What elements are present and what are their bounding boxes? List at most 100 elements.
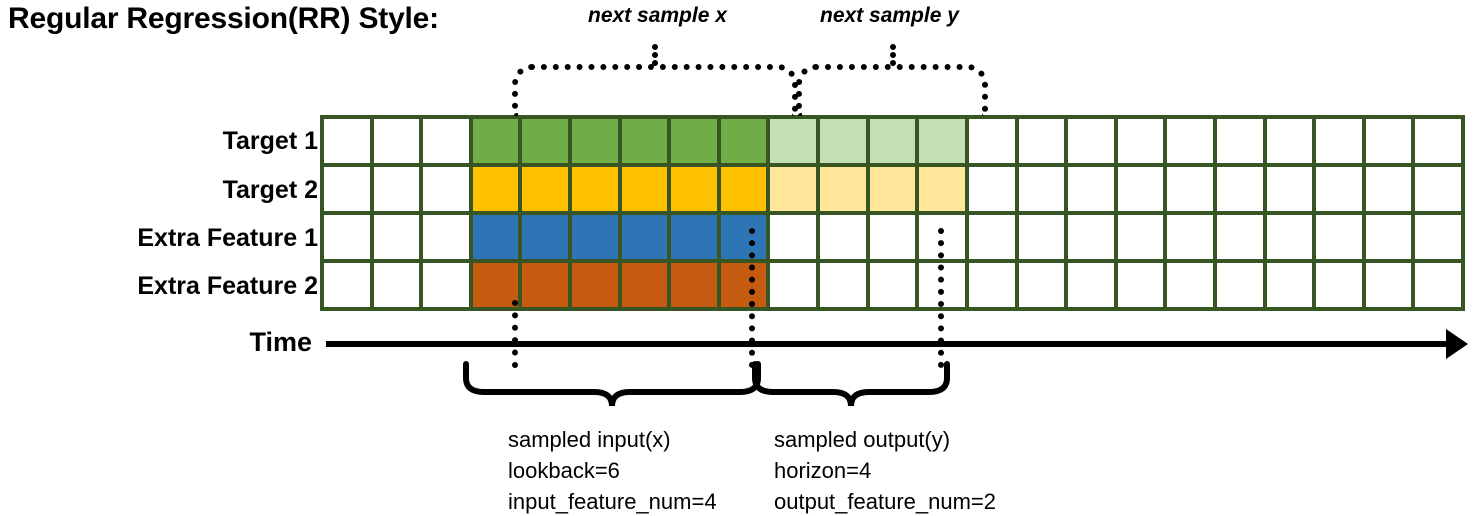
row-label-extra-feature-2: Extra Feature 2 <box>137 272 318 300</box>
grid-cell <box>671 119 717 163</box>
grid-cell <box>522 167 569 211</box>
grid-cell <box>1365 119 1412 163</box>
time-axis-label: Time <box>249 327 312 357</box>
top-brace-x-tip <box>652 44 658 66</box>
grid-cell <box>373 215 420 259</box>
grid-cell <box>1068 215 1114 259</box>
boundary-line-input-start <box>512 300 518 368</box>
grid-cell <box>324 167 370 211</box>
caption-sampled-output: sampled output(y) horizon=4 output_featu… <box>774 424 996 516</box>
grid-cell <box>373 263 420 307</box>
grid-cell <box>1216 167 1263 211</box>
grid-cell <box>522 119 569 163</box>
top-brace-next-sample-x <box>512 64 798 116</box>
grid-cell <box>1068 263 1114 307</box>
grid-cell <box>820 215 866 259</box>
grid-cell <box>373 167 420 211</box>
grid-cell <box>572 215 618 259</box>
grid-cell <box>1018 119 1065 163</box>
grid-cell <box>1266 167 1313 211</box>
grid-cell <box>472 215 519 259</box>
page-title: Regular Regression(RR) Style: <box>8 2 439 35</box>
grid-cell <box>671 215 717 259</box>
grid-cell <box>324 215 370 259</box>
grid-cell <box>423 119 469 163</box>
grid-cell <box>919 167 965 211</box>
bottom-brace-output <box>752 361 950 407</box>
grid-cell <box>1117 167 1164 211</box>
grid-cell <box>423 215 469 259</box>
grid-cell <box>1167 167 1213 211</box>
grid-cell <box>1365 215 1412 259</box>
grid-cell <box>1316 119 1362 163</box>
grid-cell <box>1365 263 1412 307</box>
grid-cell <box>820 119 866 163</box>
grid-cell <box>324 119 370 163</box>
grid-cell <box>472 119 519 163</box>
grid-cell <box>1365 167 1412 211</box>
grid-cell <box>770 119 817 163</box>
grid-cell <box>572 263 618 307</box>
grid-cell <box>770 215 817 259</box>
grid-cell <box>869 263 916 307</box>
grid-cell <box>621 119 668 163</box>
grid-cell <box>1018 215 1065 259</box>
grid-cell <box>720 167 767 211</box>
grid-cell <box>1068 167 1114 211</box>
bottom-brace-input <box>463 361 761 407</box>
grid-cell <box>1316 167 1362 211</box>
grid-cell <box>621 167 668 211</box>
grid-cell <box>820 167 866 211</box>
time-axis-line <box>326 341 1458 347</box>
time-axis-arrow-icon <box>1446 329 1468 359</box>
grid-cell <box>1415 119 1461 163</box>
grid-cell <box>621 263 668 307</box>
grid-cell <box>522 263 569 307</box>
grid-cell <box>423 263 469 307</box>
grid-cell <box>1216 215 1263 259</box>
caption-output-horizon: horizon=4 <box>774 458 872 484</box>
grid-cell <box>1117 215 1164 259</box>
top-brace-y-label: next sample y <box>820 4 959 27</box>
grid-cell <box>820 263 866 307</box>
grid-cell <box>968 215 1015 259</box>
grid-cell <box>1018 263 1065 307</box>
grid-cell <box>671 167 717 211</box>
grid-cell <box>1266 263 1313 307</box>
grid-cell <box>1415 167 1461 211</box>
grid-cell <box>671 263 717 307</box>
caption-output-heading: sampled output(y) <box>774 427 951 452</box>
grid-cell <box>968 263 1015 307</box>
top-brace-next-sample-y <box>796 64 988 116</box>
caption-sampled-input: sampled input(x) lookback=6 input_featur… <box>508 424 717 516</box>
grid-cell <box>1167 215 1213 259</box>
row-label-extra-feature-1: Extra Feature 1 <box>137 224 318 252</box>
grid-cell <box>423 167 469 211</box>
grid-cell <box>1216 263 1263 307</box>
grid-cell <box>572 167 618 211</box>
grid-cell <box>373 119 420 163</box>
grid-cell <box>720 263 767 307</box>
grid-cell <box>919 119 965 163</box>
grid-cell <box>1266 119 1313 163</box>
grid-cell <box>1068 119 1114 163</box>
grid-cell <box>1415 215 1461 259</box>
grid-cell <box>472 263 519 307</box>
grid-cell <box>1117 263 1164 307</box>
grid-cell <box>869 119 916 163</box>
grid-cell <box>968 167 1015 211</box>
grid-cell <box>1316 215 1362 259</box>
row-label-target-1: Target 1 <box>222 127 318 155</box>
caption-input-lookback: lookback=6 <box>508 458 620 484</box>
caption-output-feature-num: output_feature_num=2 <box>774 489 997 515</box>
grid-cell <box>1316 263 1362 307</box>
grid-cell <box>1117 119 1164 163</box>
grid-cell <box>770 167 817 211</box>
row-label-target-2: Target 2 <box>222 176 318 204</box>
top-brace-y-tip <box>890 44 896 66</box>
grid-cell <box>522 215 569 259</box>
top-brace-x-label: next sample x <box>588 4 727 27</box>
grid-cell <box>1266 215 1313 259</box>
grid-cell <box>720 119 767 163</box>
